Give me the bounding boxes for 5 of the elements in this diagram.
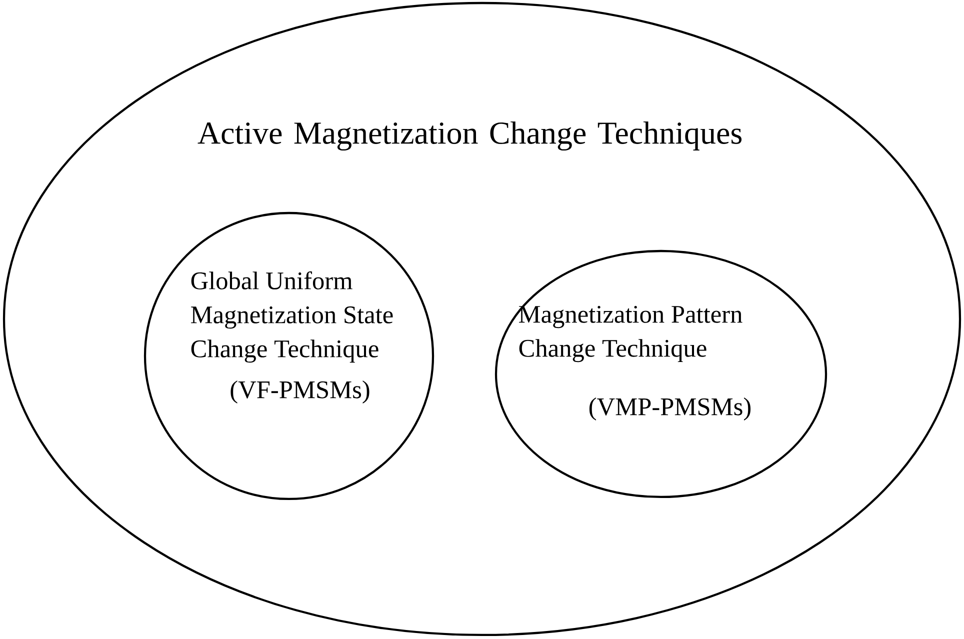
ellipse-title: Global Uniform Magnetization State Change Technique bbox=[191, 271, 393, 363]
ellipse-subtitle: (VF-PMSMs) bbox=[230, 380, 370, 404]
ellipse-title: Active Magnetization Change Techniques bbox=[198, 121, 742, 151]
ellipse-subtitle: (VMP-PMSMs) bbox=[589, 398, 750, 420]
ellipse-title: Magnetization Pattern Change Technique bbox=[519, 306, 742, 362]
